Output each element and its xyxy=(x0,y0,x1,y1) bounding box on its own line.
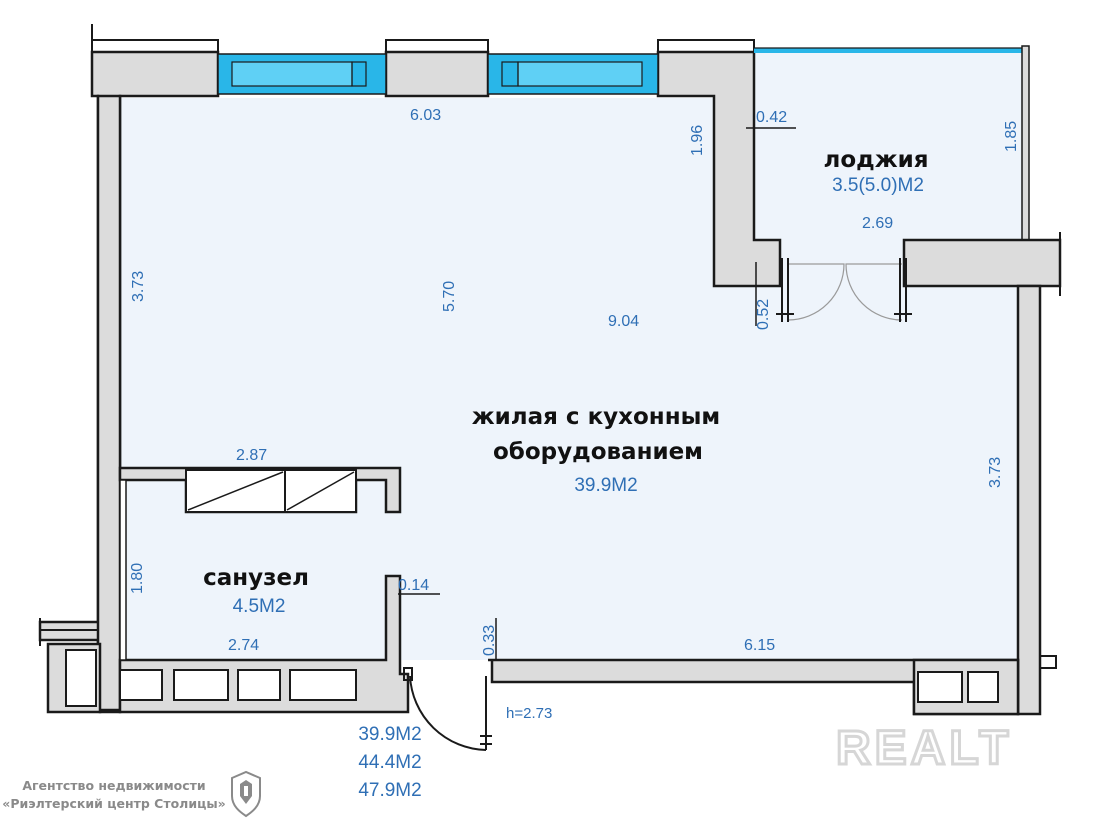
entry-door-leaf xyxy=(409,675,487,751)
dim-wall-offset: 1.96 xyxy=(689,125,706,156)
dim-bottom-wall: 6.15 xyxy=(744,637,775,654)
loggia-name: лоджия xyxy=(824,147,929,173)
bathroom-name: санузел xyxy=(203,565,309,591)
dim-living-depth: 5.70 xyxy=(441,281,458,312)
bottom-right-niche xyxy=(912,658,1020,716)
bath-storage-2 xyxy=(173,669,229,701)
dim-top-wall: 6.03 xyxy=(410,107,441,124)
watermark-logo: REALT xyxy=(836,722,1012,775)
bath-storage-3 xyxy=(237,669,281,701)
dim-door-step: 0.52 xyxy=(755,299,772,330)
ceiling-height: h=2.73 xyxy=(506,705,552,722)
living-room-name-line1: жилая с кухонным xyxy=(472,404,720,430)
loggia-side-wall xyxy=(1021,45,1030,243)
living-room-area: 39.9М2 xyxy=(574,475,637,496)
window-left-pane xyxy=(231,61,353,87)
left-wall-stub xyxy=(96,94,122,712)
dim-loggia-depth: 0.42 xyxy=(756,109,787,126)
dim-living-length: 9.04 xyxy=(608,313,639,330)
total-area-1: 39.9М2 xyxy=(358,724,421,745)
bottom-left-ledge xyxy=(39,618,98,646)
wardrobe-diagonal-2 xyxy=(286,471,355,511)
bath-partition-ledge xyxy=(119,479,127,661)
wall-pillar-center-cap xyxy=(385,39,489,52)
loggia-glazing xyxy=(754,48,1026,53)
left-wall-top-cap xyxy=(91,24,219,96)
wall-pillar-right xyxy=(656,50,782,288)
wardrobe-diagonal-1 xyxy=(187,471,284,511)
living-room-name-line2: оборудованием xyxy=(493,439,703,465)
dim-bath-top: 2.87 xyxy=(236,447,267,464)
window-right-frame xyxy=(501,61,519,87)
right-wall xyxy=(1016,284,1042,716)
total-area-3: 47.9М2 xyxy=(358,780,421,801)
loggia-door-jambs xyxy=(776,258,912,322)
dim-entry-wall: 0.33 xyxy=(481,625,498,656)
bathroom-area: 4.5М2 xyxy=(233,596,286,617)
loggia-door-left xyxy=(787,263,845,321)
total-area-2: 44.4М2 xyxy=(358,752,421,773)
window-right-pane xyxy=(517,61,643,87)
dim-left-upper: 3.73 xyxy=(130,271,147,302)
agency-line1: Агентство недвижимости xyxy=(22,778,205,793)
wall-pillar-center xyxy=(384,50,490,98)
dim-bath-side: 1.80 xyxy=(129,563,146,594)
bath-storage-4 xyxy=(289,669,357,701)
dim-bath-wall: 0.14 xyxy=(398,577,429,594)
bottom-left-cabinet xyxy=(65,649,97,707)
wall-pillar-right-cap xyxy=(657,39,755,52)
window-left-frame xyxy=(351,61,367,87)
loggia-door-right xyxy=(845,263,903,321)
loggia-floor xyxy=(754,52,1026,242)
agency-line2: «Риэлтерский центр Столицы» xyxy=(2,796,225,811)
dim-bath-bottom: 2.74 xyxy=(228,637,259,654)
bath-storage-1 xyxy=(119,669,163,701)
bottom-right-cabinet-a xyxy=(917,671,963,703)
right-wall-ledge xyxy=(1040,655,1057,669)
dim-loggia-width: 2.69 xyxy=(862,215,893,232)
loggia-area: 3.5(5.0)М2 xyxy=(832,175,924,196)
dimension-leaders xyxy=(398,127,796,660)
dim-loggia-side: 1.85 xyxy=(1003,121,1020,152)
right-upper-wall xyxy=(902,238,1062,288)
agency-shield-icon xyxy=(231,770,261,818)
dim-right-side: 3.73 xyxy=(987,457,1004,488)
entry-door-frame xyxy=(403,667,492,750)
bottom-right-cabinet-b xyxy=(967,671,999,703)
